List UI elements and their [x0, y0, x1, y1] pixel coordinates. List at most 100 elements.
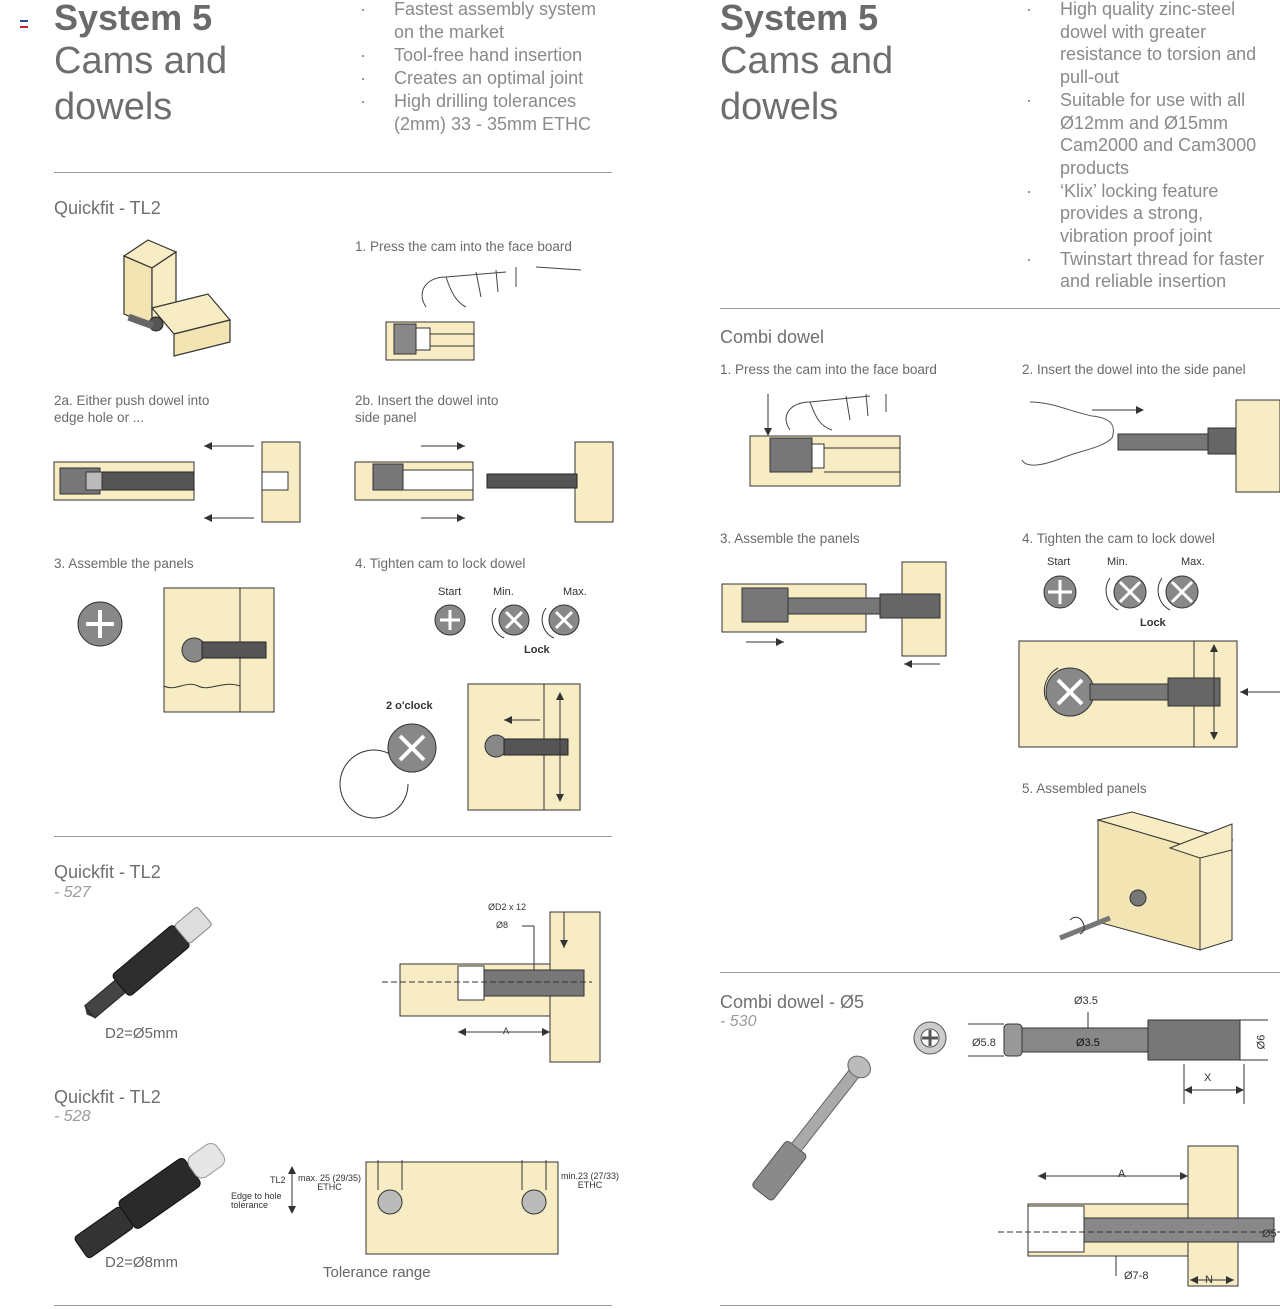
product-528-code: - 528: [54, 1108, 91, 1125]
combi-cam-rotation-positions-icon: [1043, 575, 1199, 611]
combi-insert-dowel-illustration: [1021, 399, 1280, 493]
product-527-code: - 527: [54, 884, 91, 901]
dim-d8-label: Ø8: [496, 920, 509, 930]
dim-d35-inner: Ø3.5: [1076, 1037, 1100, 1049]
two-oclock-label: 2 o'clock: [386, 700, 433, 712]
combi-min-label: Min.: [1107, 556, 1128, 568]
lock-label: Lock: [524, 644, 550, 656]
combi-start-label: Start: [1047, 556, 1071, 568]
product-528-size: D2=Ø8mm: [105, 1254, 178, 1271]
dim-d58: Ø5.8: [972, 1037, 996, 1049]
feature-item-cont: products: [1060, 157, 1130, 178]
product-530-dowel-image: [752, 1055, 871, 1201]
product-528-title: Quickfit - TL2: [54, 1087, 161, 1107]
product-530-title: Combi dowel - Ø5: [720, 992, 865, 1012]
product-527-title: Quickfit - TL2: [54, 862, 161, 882]
cam-rotation-positions-icon: [434, 604, 580, 639]
start-label: Start: [438, 586, 462, 598]
feature-item-cont: (2mm) 33 - 35mm ETHC: [394, 114, 592, 134]
dim-d5: Ø5: [1262, 1228, 1277, 1240]
step1-label: 1. Press the cam into the face board: [355, 239, 572, 254]
max-ethc-label: max. 25 (29/35)ETHC: [298, 1173, 362, 1192]
feature-item: High quality zinc-steel: [1026, 0, 1280, 21]
dim-a-label-530: A: [1118, 1168, 1126, 1180]
step3-illustration: [77, 587, 275, 713]
right-page-subtitle-2: dowels: [720, 86, 839, 128]
feature-item-cont: on the market: [394, 22, 505, 42]
language-flag-icon: [20, 20, 28, 28]
product-528-dowel-image: [74, 1142, 226, 1259]
combi-step1-label: 1. Press the cam into the face board: [720, 362, 937, 377]
press-cam-illustration: [385, 266, 582, 361]
feature-item: Creates an optimal joint: [360, 67, 620, 90]
right-page-subtitle-1: Cams and: [720, 40, 894, 82]
feature-item: Tool-free hand insertion: [360, 44, 620, 67]
tolerance-range-caption: Tolerance range: [323, 1264, 431, 1281]
divider: [54, 836, 612, 837]
product-527-drawing: [382, 911, 601, 1063]
tolerance-arrow-icon: [288, 1166, 296, 1214]
feature-item-cont: dowel with greater: [1060, 21, 1207, 42]
combi-step5-label: 5. Assembled panels: [1022, 781, 1147, 796]
corner-joint-illustration: [122, 239, 232, 357]
section-title-quickfit: Quickfit - TL2: [54, 198, 161, 218]
combi-max-label: Max.: [1181, 556, 1205, 568]
dim-a-label: A: [503, 1026, 510, 1036]
feature-item-cont: resistance to torsion and: [1060, 44, 1257, 65]
combi-lock-label: Lock: [1140, 617, 1166, 629]
feature-item: Fastest assembly system: [360, 0, 620, 21]
divider: [720, 972, 1280, 973]
right-feature-list: High quality zinc-steel dowel with great…: [1026, 0, 1280, 293]
tolerance-range-drawing: [365, 1160, 559, 1255]
feature-item-cont: Cam2000 and Cam3000: [1060, 135, 1257, 156]
dim-n: N: [1205, 1274, 1213, 1286]
feature-item-cont: vibration proof joint: [1060, 226, 1213, 247]
min-label: Min.: [493, 586, 514, 598]
combi-step2-label: 2. Insert the dowel into the side panel: [1022, 362, 1246, 377]
left-page-title: System 5: [54, 0, 213, 38]
dim-d78: Ø7-8: [1124, 1270, 1149, 1282]
feature-item-cont: provides a strong,: [1060, 203, 1204, 224]
step4-lock-illustration: [339, 683, 581, 819]
product-527-size: D2=Ø5mm: [105, 1025, 178, 1042]
feature-item: Suitable for use with all: [1026, 89, 1280, 112]
left-page-subtitle-2: dowels: [54, 86, 173, 128]
feature-item: High drilling tolerances: [360, 90, 620, 113]
section-title-combi-dowel: Combi dowel: [720, 327, 825, 347]
dim-x: X: [1204, 1072, 1212, 1084]
feature-item-cont: Ø12mm and Ø15mm: [1060, 112, 1229, 133]
product-530-section-drawing: [998, 1145, 1280, 1287]
step4-label: 4. Tighten cam to lock dowel: [355, 556, 526, 571]
tl2-label: TL2: [270, 1175, 286, 1185]
step2b-illustration: [354, 441, 614, 523]
feature-item-cont: pull-out: [1060, 67, 1120, 88]
combi-step3-label: 3. Assemble the panels: [720, 531, 860, 546]
combi-assemble-illustration: [721, 561, 947, 668]
product-530-end-view-icon: [913, 1021, 947, 1055]
dim-d6: Ø6: [1255, 1034, 1268, 1050]
max-label: Max.: [563, 586, 587, 598]
dim-d2-label: ØD2 x 12: [488, 902, 527, 912]
combi-press-cam-illustration: [749, 393, 901, 487]
right-page-title: System 5: [720, 0, 879, 38]
step3-label: 3. Assemble the panels: [54, 556, 194, 571]
combi-step4-label: 4. Tighten the cam to lock dowel: [1022, 531, 1215, 546]
feature-item: ‘Klix’ locking feature: [1026, 180, 1280, 203]
product-527-dowel-image: [83, 907, 212, 1019]
divider: [54, 1305, 612, 1306]
divider: [54, 172, 612, 173]
left-page-subtitle-1: Cams and: [54, 40, 228, 82]
dim-d35-top: Ø3.5: [1074, 995, 1098, 1007]
divider: [720, 1305, 1280, 1306]
left-feature-list: Fastest assembly system on the market To…: [360, 0, 620, 136]
step2a-illustration: [53, 441, 301, 523]
combi-lock-illustration: [1018, 640, 1280, 748]
feature-item: Twinstart thread for faster: [1026, 248, 1280, 271]
product-530-code: - 530: [720, 1013, 757, 1030]
feature-item-cont: and reliable insertion: [1060, 271, 1227, 292]
product-530-dimension-drawing: [968, 1012, 1268, 1104]
divider: [720, 308, 1280, 309]
